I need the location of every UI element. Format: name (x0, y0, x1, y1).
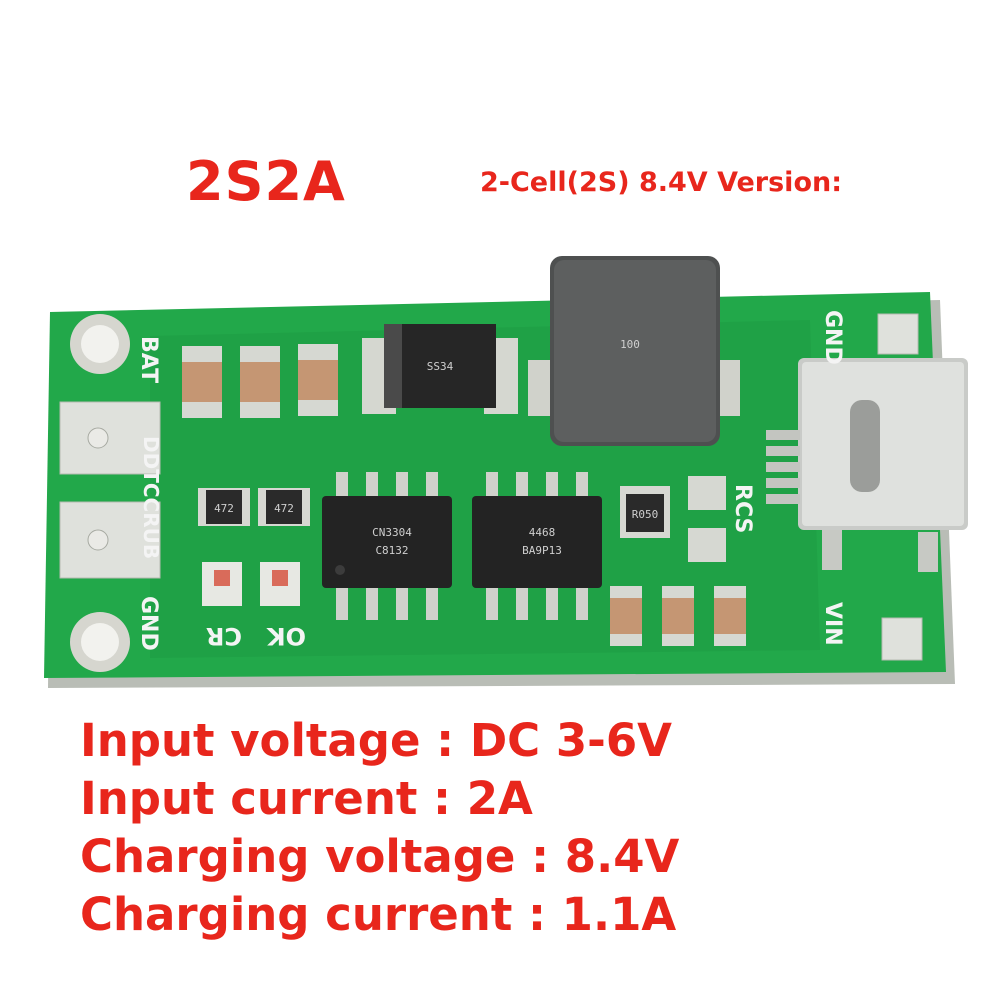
spec-charging-voltage: Charging voltage : 8.4V (80, 830, 680, 883)
svg-text:BA9P13: BA9P13 (522, 544, 562, 557)
label-rcs: RCS (730, 484, 755, 533)
gnd-pad-right (877, 313, 919, 355)
label-gnd-right: GND (820, 310, 845, 365)
capacitor-row-bottom (610, 586, 746, 646)
version-subtitle: 2-Cell(2S) 8.4V Version: (480, 167, 843, 198)
resistor-472-b: 472 (258, 488, 310, 526)
label-bat: BAT (136, 336, 161, 383)
spec-charging-current: Charging current : 1.1A (80, 888, 677, 941)
battery-pad-bottom (59, 501, 161, 579)
svg-text:C8132: C8132 (375, 544, 408, 557)
resistor-472-a: 472 (198, 488, 250, 526)
inductor: 100 (528, 256, 740, 446)
label-ok: OK (266, 622, 306, 650)
resistor-r050: R050 (620, 476, 726, 562)
led-ok (260, 562, 300, 606)
spec-list: Input voltage : DC 3-6V Input current : … (80, 712, 679, 944)
mount-hole-top-left (70, 314, 130, 374)
pcb-board-image: SS34 100 472 472 (44, 256, 968, 688)
vin-pad-right (881, 617, 923, 661)
diode-ss34: SS34 (362, 324, 518, 414)
spec-input-current: Input current : 2A (80, 772, 533, 825)
led-cr (202, 562, 242, 606)
svg-text:CN3304: CN3304 (372, 526, 412, 539)
svg-text:472: 472 (214, 502, 234, 515)
label-model: DDTCCRUB (139, 436, 163, 559)
inductor-marking: 100 (620, 338, 640, 351)
label-vin: VIN (820, 602, 845, 646)
chip-cn3304: CN3304 C8132 (322, 472, 452, 620)
label-cr: CR (206, 622, 242, 650)
spec-input-voltage: Input voltage : DC 3-6V (80, 714, 672, 767)
svg-text:472: 472 (274, 502, 294, 515)
usb-c-connector (766, 358, 968, 572)
product-title: 2S2A (186, 150, 346, 213)
mount-hole-bottom-left (70, 612, 130, 672)
battery-pad-top (59, 401, 161, 475)
diode-marking: SS34 (427, 360, 454, 373)
svg-text:4468: 4468 (529, 526, 556, 539)
capacitor-row-top (182, 344, 338, 418)
chip-4468: 4468 BA9P13 (472, 472, 602, 620)
label-gnd-left: GND (136, 596, 161, 651)
svg-text:R050: R050 (632, 508, 659, 521)
